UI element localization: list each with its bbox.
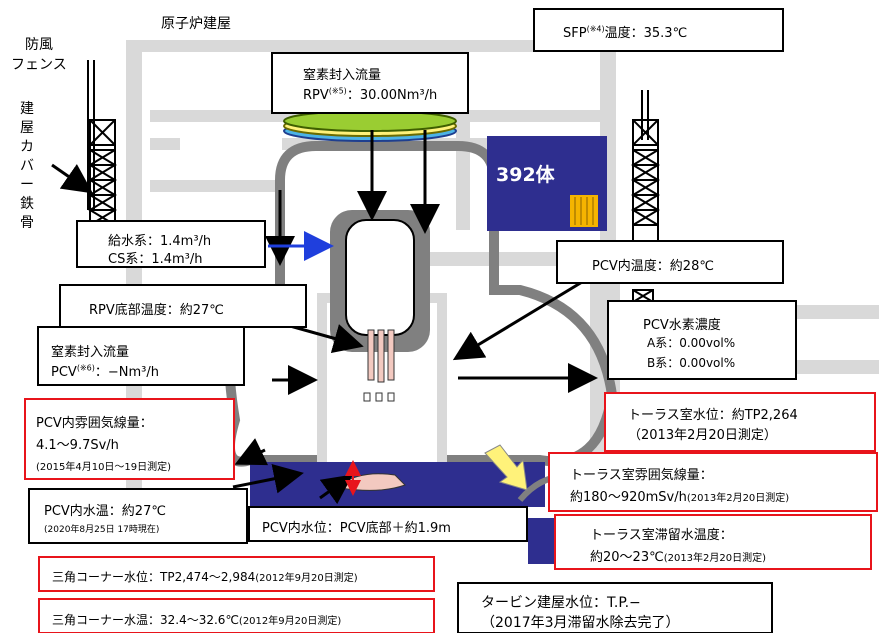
rpv-bottom-temp-value: RPV底部温度：約27℃ bbox=[89, 303, 224, 318]
left-tower bbox=[87, 60, 117, 230]
torus-dose-value: 約180〜920mSv/h bbox=[570, 490, 687, 505]
turbine-level: タービン建屋水位：T.P.− bbox=[481, 595, 641, 611]
torus-dose-title: トーラス室雰囲気線量： bbox=[570, 468, 713, 483]
torus-water-temp-box: トーラス室滞留水温度： 約20〜23℃(2013年2月20日測定) bbox=[554, 514, 872, 570]
nitrogen-rpv-value: ：30.00Nm³/h bbox=[346, 88, 438, 103]
windbreak-label-1: 防風 bbox=[25, 37, 53, 53]
nitrogen-rpv-prefix: RPV bbox=[303, 88, 329, 103]
hydrogen-title: PCV水素濃度 bbox=[643, 318, 721, 333]
corner-level-date: (2012年9月20日測定) bbox=[255, 573, 358, 584]
pcv-dose-title: PCV内雰囲気線量： bbox=[36, 416, 153, 431]
sfp-temp: 温度：35.3℃ bbox=[604, 26, 688, 41]
pcv-dose-box: PCV内雰囲気線量： 4.1〜9.7Sv/h (2015年4月10日〜19日測定… bbox=[24, 398, 235, 480]
pcv-temp-box: PCV内温度：約28℃ bbox=[556, 240, 784, 284]
pcv-water-temp-box: PCV内水温：約27℃ (2020年8月25日 17時現在) bbox=[28, 488, 248, 544]
nitrogen-rpv-box: 窒素封入流量 RPV(※5)：30.00Nm³/h bbox=[271, 52, 469, 114]
corner-temp-value: 三角コーナー水温：32.4〜32.6℃ bbox=[52, 613, 239, 627]
reactor-building-label: 原子炉建屋 bbox=[161, 16, 231, 32]
torus-dose-box: トーラス室雰囲気線量： 約180〜920mSv/h(2013年2月20日測定) bbox=[548, 452, 878, 512]
pcv-water-level-value: PCV内水位：PCV底部＋約1.9m bbox=[262, 521, 451, 536]
fuel-rack bbox=[570, 195, 598, 227]
pcv-dose-date: (2015年4月10日〜19日測定) bbox=[36, 462, 172, 473]
torus-water-temp-date: (2013年2月20日測定) bbox=[663, 553, 767, 564]
feedwater-box: 給水系：1.4m³/h CS系：1.4m³/h bbox=[76, 220, 266, 268]
torus-water-temp-value: 約20〜23℃ bbox=[590, 550, 664, 565]
cs-value: CS系：1.4m³/h bbox=[108, 252, 203, 267]
rpv-inner bbox=[345, 219, 415, 336]
sfp-note: (※4) bbox=[586, 24, 605, 34]
sfp-box: SFP(※4)温度：35.3℃ bbox=[533, 8, 784, 52]
turbine-note: （2017年3月滞留水除去完了） bbox=[481, 615, 680, 631]
torus-level-box: トーラス室水位：約TP2,264 （2013年2月20日測定） bbox=[604, 392, 876, 452]
right-tower bbox=[631, 90, 660, 303]
hydrogen-box: PCV水素濃度 A系：0.00vol% B系：0.00vol% bbox=[607, 300, 797, 380]
nitrogen-ring-green bbox=[283, 110, 457, 132]
cover-frame-label: 建屋カバー鉄骨 bbox=[20, 101, 34, 231]
nitrogen-pcv-box: 窒素封入流量 PCV(※6)：−Nm³/h bbox=[37, 326, 245, 386]
sfp-prefix: SFP bbox=[563, 26, 587, 41]
corner-temp-box: 三角コーナー水温：32.4〜32.6℃(2012年9月20日測定) bbox=[38, 598, 435, 633]
torus-dose-date: (2013年2月20日測定) bbox=[686, 493, 790, 504]
rpv-bottom-temp-box: RPV底部温度：約27℃ bbox=[59, 284, 307, 328]
torus-water-temp-title: トーラス室滞留水温度： bbox=[590, 528, 733, 543]
feedwater-value: 給水系：1.4m³/h bbox=[108, 234, 212, 249]
windbreak-label-2: フェンス bbox=[11, 57, 67, 73]
pcv-water-temp-value: PCV内水温：約27℃ bbox=[44, 504, 166, 519]
nitrogen-rpv-note: (※5) bbox=[328, 86, 347, 96]
pcv-dose-value: 4.1〜9.7Sv/h bbox=[36, 438, 119, 453]
torus-level-value: トーラス室水位：約TP2,264 bbox=[628, 408, 798, 423]
nitrogen-pcv-note: (※6) bbox=[76, 363, 95, 373]
pcv-water-temp-date: (2020年8月25日 17時現在) bbox=[44, 525, 160, 535]
nitrogen-pcv-prefix: PCV bbox=[51, 365, 77, 380]
nitrogen-rpv-title: 窒素封入流量 bbox=[303, 68, 382, 83]
yellow-arrow bbox=[484, 444, 528, 491]
pcv-temp-value: PCV内温度：約28℃ bbox=[592, 259, 714, 274]
turbine-box: タービン建屋水位：T.P.− （2017年3月滞留水除去完了） bbox=[457, 582, 773, 633]
corner-level-box: 三角コーナー水位：TP2,474〜2,984(2012年9月20日測定) bbox=[38, 556, 435, 592]
fuel-count: 392体 bbox=[496, 164, 555, 186]
nitrogen-pcv-title: 窒素封入流量 bbox=[51, 345, 130, 360]
nitrogen-pcv-value: ：−Nm³/h bbox=[94, 365, 159, 380]
torus-level-date: （2013年2月20日測定） bbox=[628, 428, 777, 443]
hydrogen-a: A系：0.00vol% bbox=[647, 336, 736, 350]
corner-temp-date: (2012年9月20日測定) bbox=[238, 616, 342, 627]
corner-level-value: 三角コーナー水位：TP2,474〜2,984 bbox=[52, 570, 256, 584]
hydrogen-b: B系：0.00vol% bbox=[647, 356, 736, 370]
pcv-water-level-box: PCV内水位：PCV底部＋約1.9m bbox=[248, 506, 528, 542]
